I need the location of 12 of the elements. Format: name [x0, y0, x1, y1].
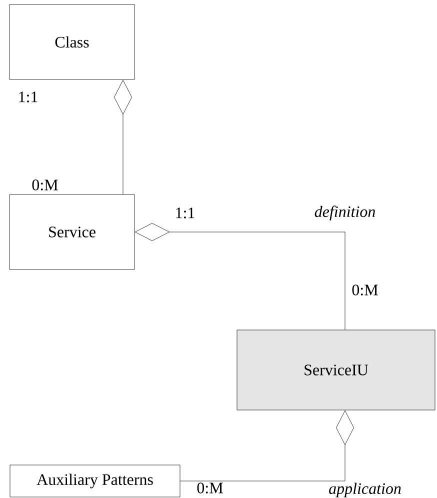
role-label: definition [314, 206, 376, 220]
aggregation-line [114, 80, 132, 194]
class-box: ServiceIU [236, 330, 436, 410]
aggregation-line [134, 223, 346, 330]
class-box: Class [9, 4, 135, 80]
multiplicity-label: 0:M [352, 284, 378, 296]
multiplicity-label: 0:M [197, 482, 223, 494]
class-box: Auxiliary Patterns [10, 464, 180, 498]
role-label: application [329, 482, 401, 498]
multiplicity-label: 1:1 [176, 208, 194, 218]
aggregation-line [180, 410, 354, 482]
class-box: Service [9, 194, 135, 270]
